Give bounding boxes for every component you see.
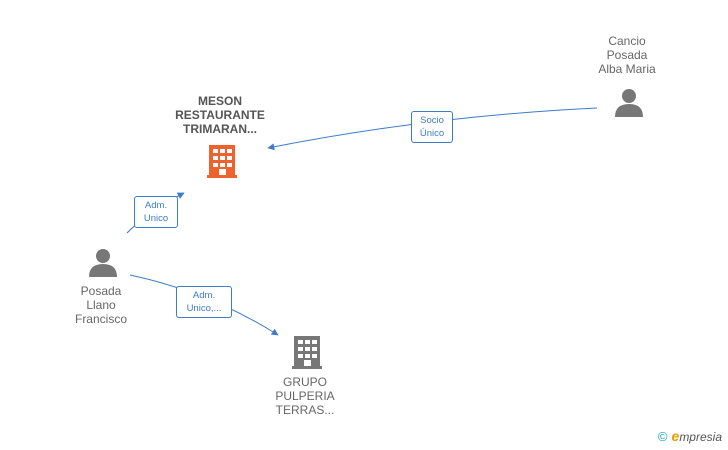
building-icon-grupo[interactable]	[292, 336, 322, 369]
person-icon-cancio[interactable]	[615, 89, 643, 117]
edge-label-socio: Socio Único	[411, 111, 453, 143]
edge-label-adm-meson: Adm. Unico	[134, 196, 178, 228]
node-label-grupo[interactable]: GRUPO PULPERIA TERRAS...	[275, 375, 335, 417]
node-label-posada[interactable]: Posada Llano Francisco	[74, 284, 127, 326]
building-icon-meson[interactable]	[207, 145, 237, 178]
empresia-logo-initial: e	[671, 428, 680, 444]
person-icon-posada[interactable]	[89, 249, 117, 277]
node-label-cancio[interactable]: Cancio Posada Alba Maria	[598, 34, 656, 76]
copyright-icon: ©	[657, 429, 668, 444]
edge-label-adm-grupo: Adm. Unico,...	[176, 286, 232, 318]
empresia-logo-text: mpresia	[679, 430, 722, 444]
node-label-meson[interactable]: MESON RESTAURANTE TRIMARAN...	[175, 94, 265, 136]
empresia-brand[interactable]: ©empresia	[658, 428, 722, 444]
